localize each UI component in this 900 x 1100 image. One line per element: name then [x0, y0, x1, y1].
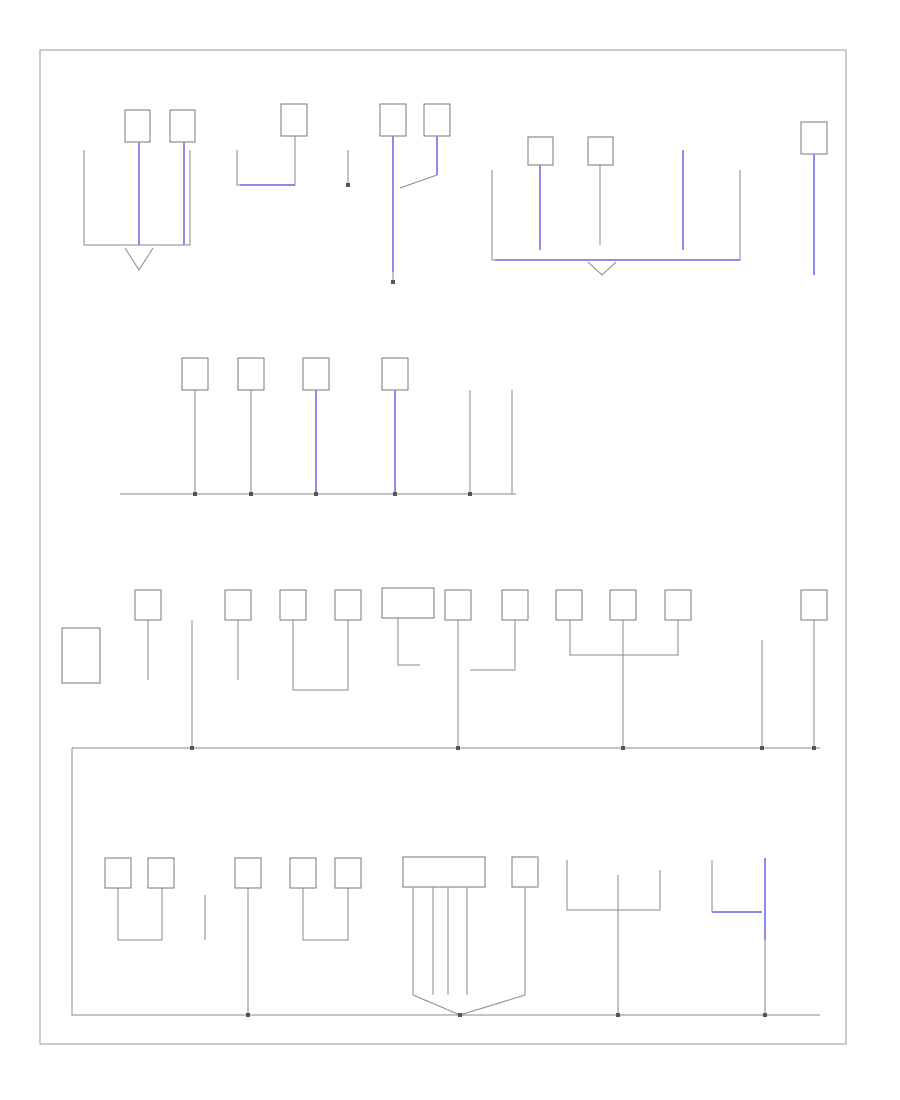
- component-box: [381, 357, 409, 391]
- component-box: [511, 856, 539, 888]
- section-lower-row: [61, 587, 828, 1016]
- component-box: [279, 589, 307, 621]
- component-box: [302, 357, 330, 391]
- component-box: [664, 589, 692, 621]
- section-top-row: [83, 103, 828, 284]
- component-box: [800, 589, 828, 621]
- component-box: [800, 121, 828, 155]
- section-middle-row: [120, 357, 516, 496]
- component-box: [381, 587, 435, 619]
- component-box: [587, 136, 614, 166]
- diagram-frame: [39, 49, 847, 1045]
- component-box: [289, 857, 317, 889]
- component-box: [237, 357, 265, 391]
- component-box: [124, 109, 151, 143]
- component-box: [224, 589, 252, 621]
- component-box: [104, 857, 132, 889]
- component-box: [423, 103, 451, 137]
- component-box: [181, 357, 209, 391]
- component-box: [402, 856, 486, 888]
- component-box: [609, 589, 637, 621]
- component-box: [501, 589, 529, 621]
- component-box: [527, 136, 554, 166]
- component-box: [444, 589, 472, 621]
- component-box: [61, 627, 101, 684]
- section-bottom-row: [104, 856, 767, 1017]
- component-box: [334, 857, 362, 889]
- component-box: [147, 857, 175, 889]
- component-box: [169, 109, 196, 143]
- component-box: [234, 857, 262, 889]
- component-box: [379, 103, 407, 137]
- component-box: [280, 103, 308, 137]
- component-box: [334, 589, 362, 621]
- component-box: [134, 589, 162, 621]
- component-box: [555, 589, 583, 621]
